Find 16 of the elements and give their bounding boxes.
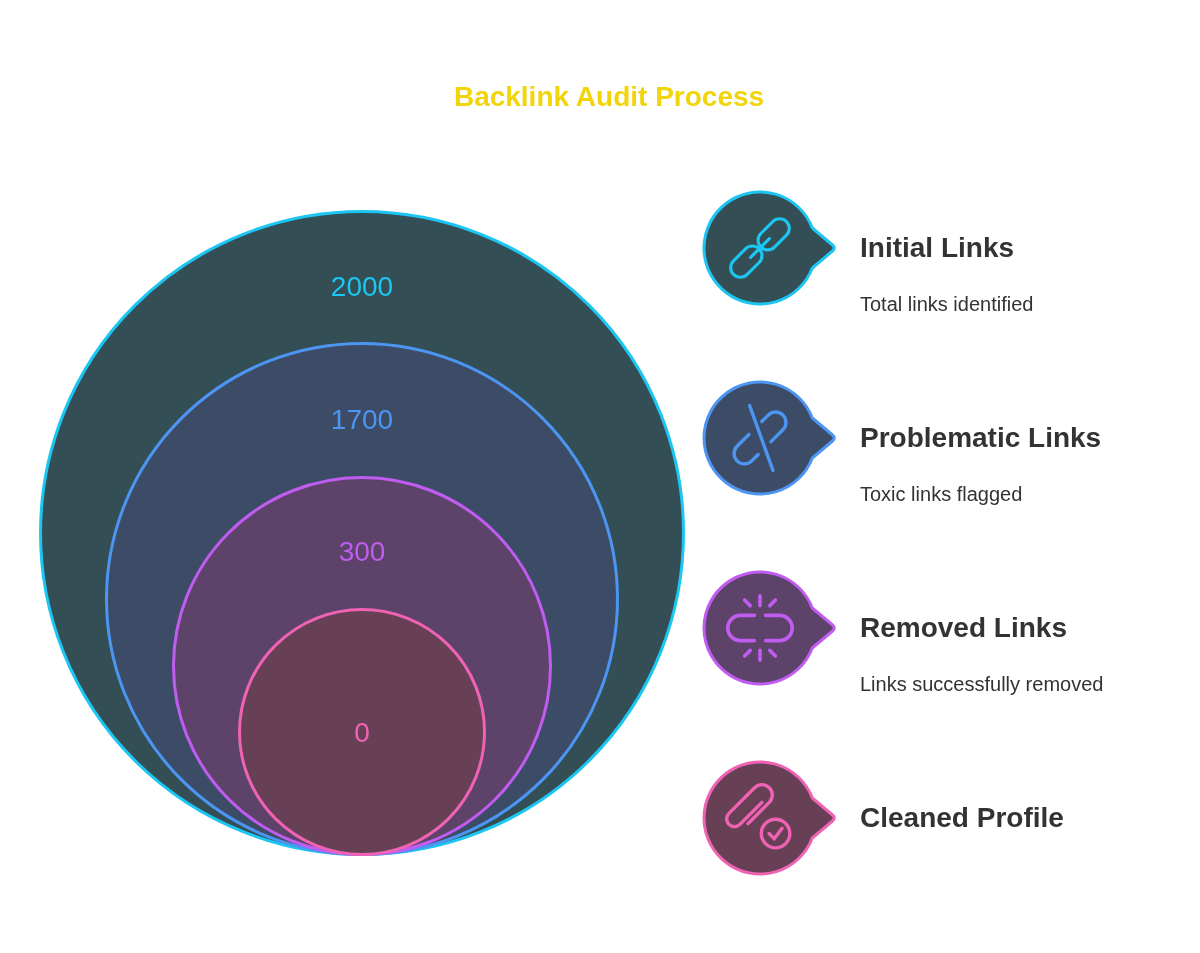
count-label: 2000	[330, 271, 394, 303]
step-description: Toxic links flagged	[860, 482, 1023, 506]
step-title: Removed Links	[860, 612, 1067, 644]
step-title: Cleaned Profile	[860, 802, 1064, 834]
speech-bubble	[702, 760, 838, 876]
speech-bubble	[702, 380, 838, 496]
step-title: Problematic Links	[860, 422, 1102, 454]
step-description: Total links identified	[860, 292, 1034, 316]
diagram-title: Backlink Audit Process	[453, 81, 765, 113]
step-description: Links successfully removed	[860, 672, 1104, 696]
count-label: 1700	[330, 404, 394, 436]
speech-bubble	[702, 190, 838, 306]
step-title: Initial Links	[860, 232, 1015, 264]
count-label: 0	[354, 717, 370, 749]
count-label: 300	[338, 536, 386, 568]
speech-bubble	[702, 570, 838, 686]
